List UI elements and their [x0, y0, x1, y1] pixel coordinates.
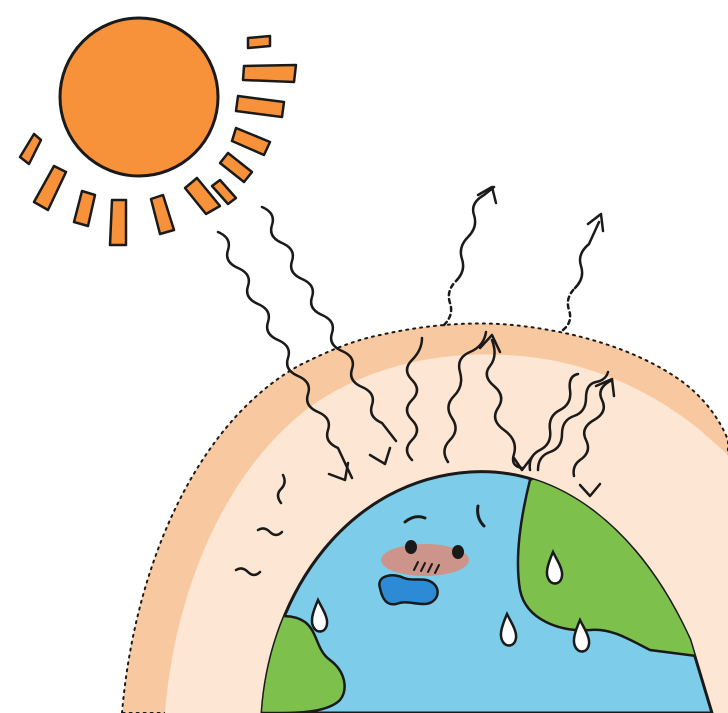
sun-icon	[20, 18, 296, 245]
sun-ray	[232, 128, 270, 155]
right-eye	[452, 545, 464, 559]
sun-ray	[20, 134, 41, 164]
sun-ray	[110, 200, 126, 245]
left-eye	[405, 540, 417, 554]
sun-ray	[151, 195, 174, 234]
outgoing-ray-dashed	[444, 281, 456, 325]
sun-ray	[236, 96, 284, 117]
sun-ray	[74, 191, 95, 226]
sun-ray	[243, 65, 296, 82]
worried-mouth	[379, 575, 437, 604]
sun-disc	[60, 18, 218, 176]
sun-ray	[34, 166, 66, 210]
outgoing-ray-arrowhead	[478, 187, 496, 203]
outgoing-ray-dashed	[563, 288, 575, 330]
sun-ray	[220, 153, 252, 182]
sun-ray	[248, 36, 270, 48]
outgoing-ray-icon	[575, 222, 599, 288]
outgoing-ray-icon	[456, 187, 494, 281]
